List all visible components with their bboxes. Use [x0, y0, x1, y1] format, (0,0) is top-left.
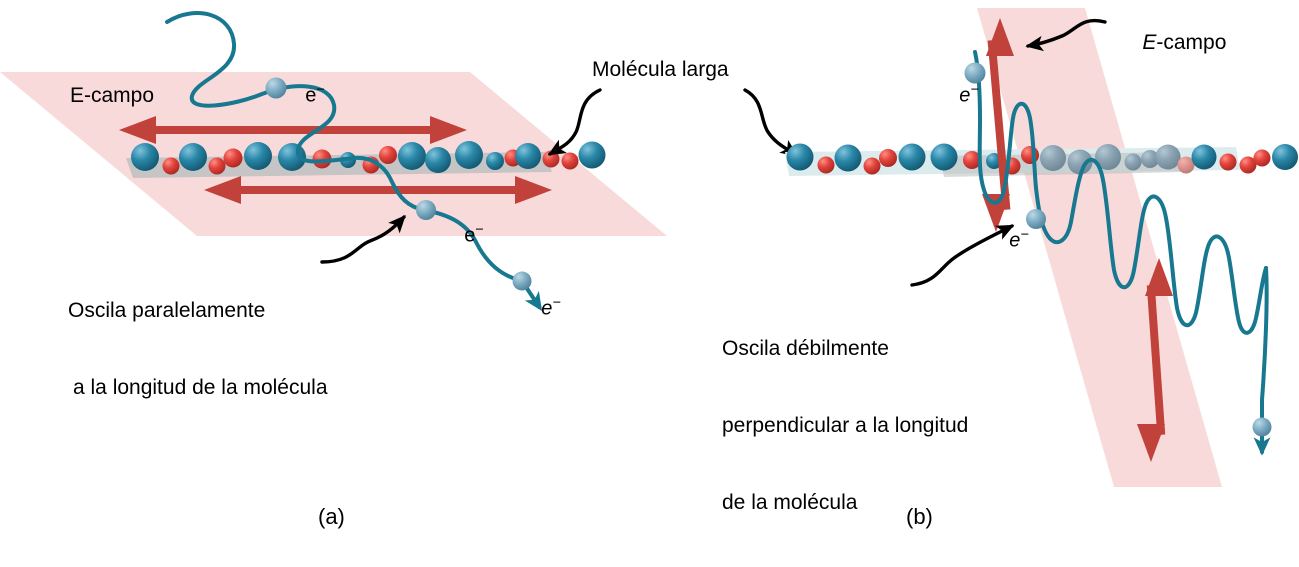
panel-b-annotation-line3: de la molécula [722, 490, 858, 514]
panel-b-electron-mid-label: e− [987, 203, 1029, 278]
panel-a-annotation-leader [320, 215, 406, 264]
panel-a-caption: (a) [318, 504, 345, 529]
molecule-label-leader-left [547, 88, 602, 156]
panel-a-annotation-line2: a la longitud de la molécula [73, 376, 328, 400]
electron-charge-sup: − [316, 82, 325, 99]
panel-a-efield-arrow-lower [204, 176, 552, 204]
panel-b-transmitted-wave [1034, 157, 1268, 335]
electron-symbol: e [959, 85, 971, 108]
panel-b-electron-top-label: e− [937, 58, 979, 133]
panel-a-annotation: Oscila paralelamente a la longitud de la… [68, 247, 328, 452]
panel-b-efield-label-leader [1025, 18, 1107, 52]
efield-symbol: E [1142, 30, 1157, 54]
panel-a-incident-wave [165, 11, 357, 164]
panel-a-electron-top [265, 77, 287, 99]
panel-b-incident-wave [973, 50, 1038, 205]
panel-b-caption: (b) [906, 504, 933, 529]
panel-a-electron-mid [416, 200, 436, 220]
molecule-label-leader-right [743, 88, 799, 157]
electron-symbol: e [541, 298, 553, 321]
diagram-svg [0, 8, 1298, 487]
panel-b-electron-mid [1026, 209, 1046, 229]
panel-a-electron-bottom-label: e− [519, 271, 561, 346]
efield-label-rest: -campo [1156, 30, 1227, 54]
electron-charge-sup: − [1020, 227, 1029, 244]
electron-charge-sup: − [475, 222, 484, 239]
panel-b-efield-arrow-left [982, 18, 1014, 232]
electron-charge-sup: − [970, 82, 979, 99]
panel-a-group [0, 11, 667, 312]
panel-b-wave-exit [1253, 266, 1271, 456]
panel-b-annotation-line2: perpendicular a la longitud [722, 414, 969, 438]
panel-a-electron-mid-label: e− [442, 198, 484, 273]
molecule-label: Molécula larga [592, 58, 729, 81]
panel-b-electron-bottom-label: e− [1277, 411, 1299, 486]
electron-symbol: e [464, 225, 476, 248]
panel-a-annotation-line1: Oscila paralelamente [68, 299, 266, 323]
panel-b-annotation-leader [910, 224, 1015, 287]
panel-a-efield-plane [0, 72, 667, 236]
panel-a-efield-arrow-upper [119, 116, 467, 144]
panel-b-electron-top [964, 62, 986, 84]
electron-symbol: e [1009, 230, 1021, 253]
electron-symbol: e [305, 85, 317, 108]
panel-b-annotation-line1: Oscila débilmente [722, 337, 889, 361]
panel-a-efield-label: E-campo [70, 84, 155, 107]
panel-b-efield-plane [977, 8, 1222, 487]
figure-canvas: E-campo e− e− e− Oscila paralelamente a … [0, 4, 1299, 529]
panel-a-electron-top-label: e− [283, 58, 325, 133]
panel-b-efield-arrow-right [1137, 258, 1173, 462]
panel-b-efield-label: E-campo [1119, 4, 1226, 81]
panel-b-electron-bottom [1252, 417, 1272, 437]
panel-b-group [785, 8, 1298, 487]
electron-charge-sup: − [552, 295, 561, 312]
panel-a-electron-bottom [512, 271, 532, 291]
panel-a-molecule-chain [131, 141, 606, 175]
panel-b-annotation: Oscila débilmente perpendicular a la lon… [722, 285, 968, 567]
panel-b-molecule-chain [786, 143, 1298, 175]
